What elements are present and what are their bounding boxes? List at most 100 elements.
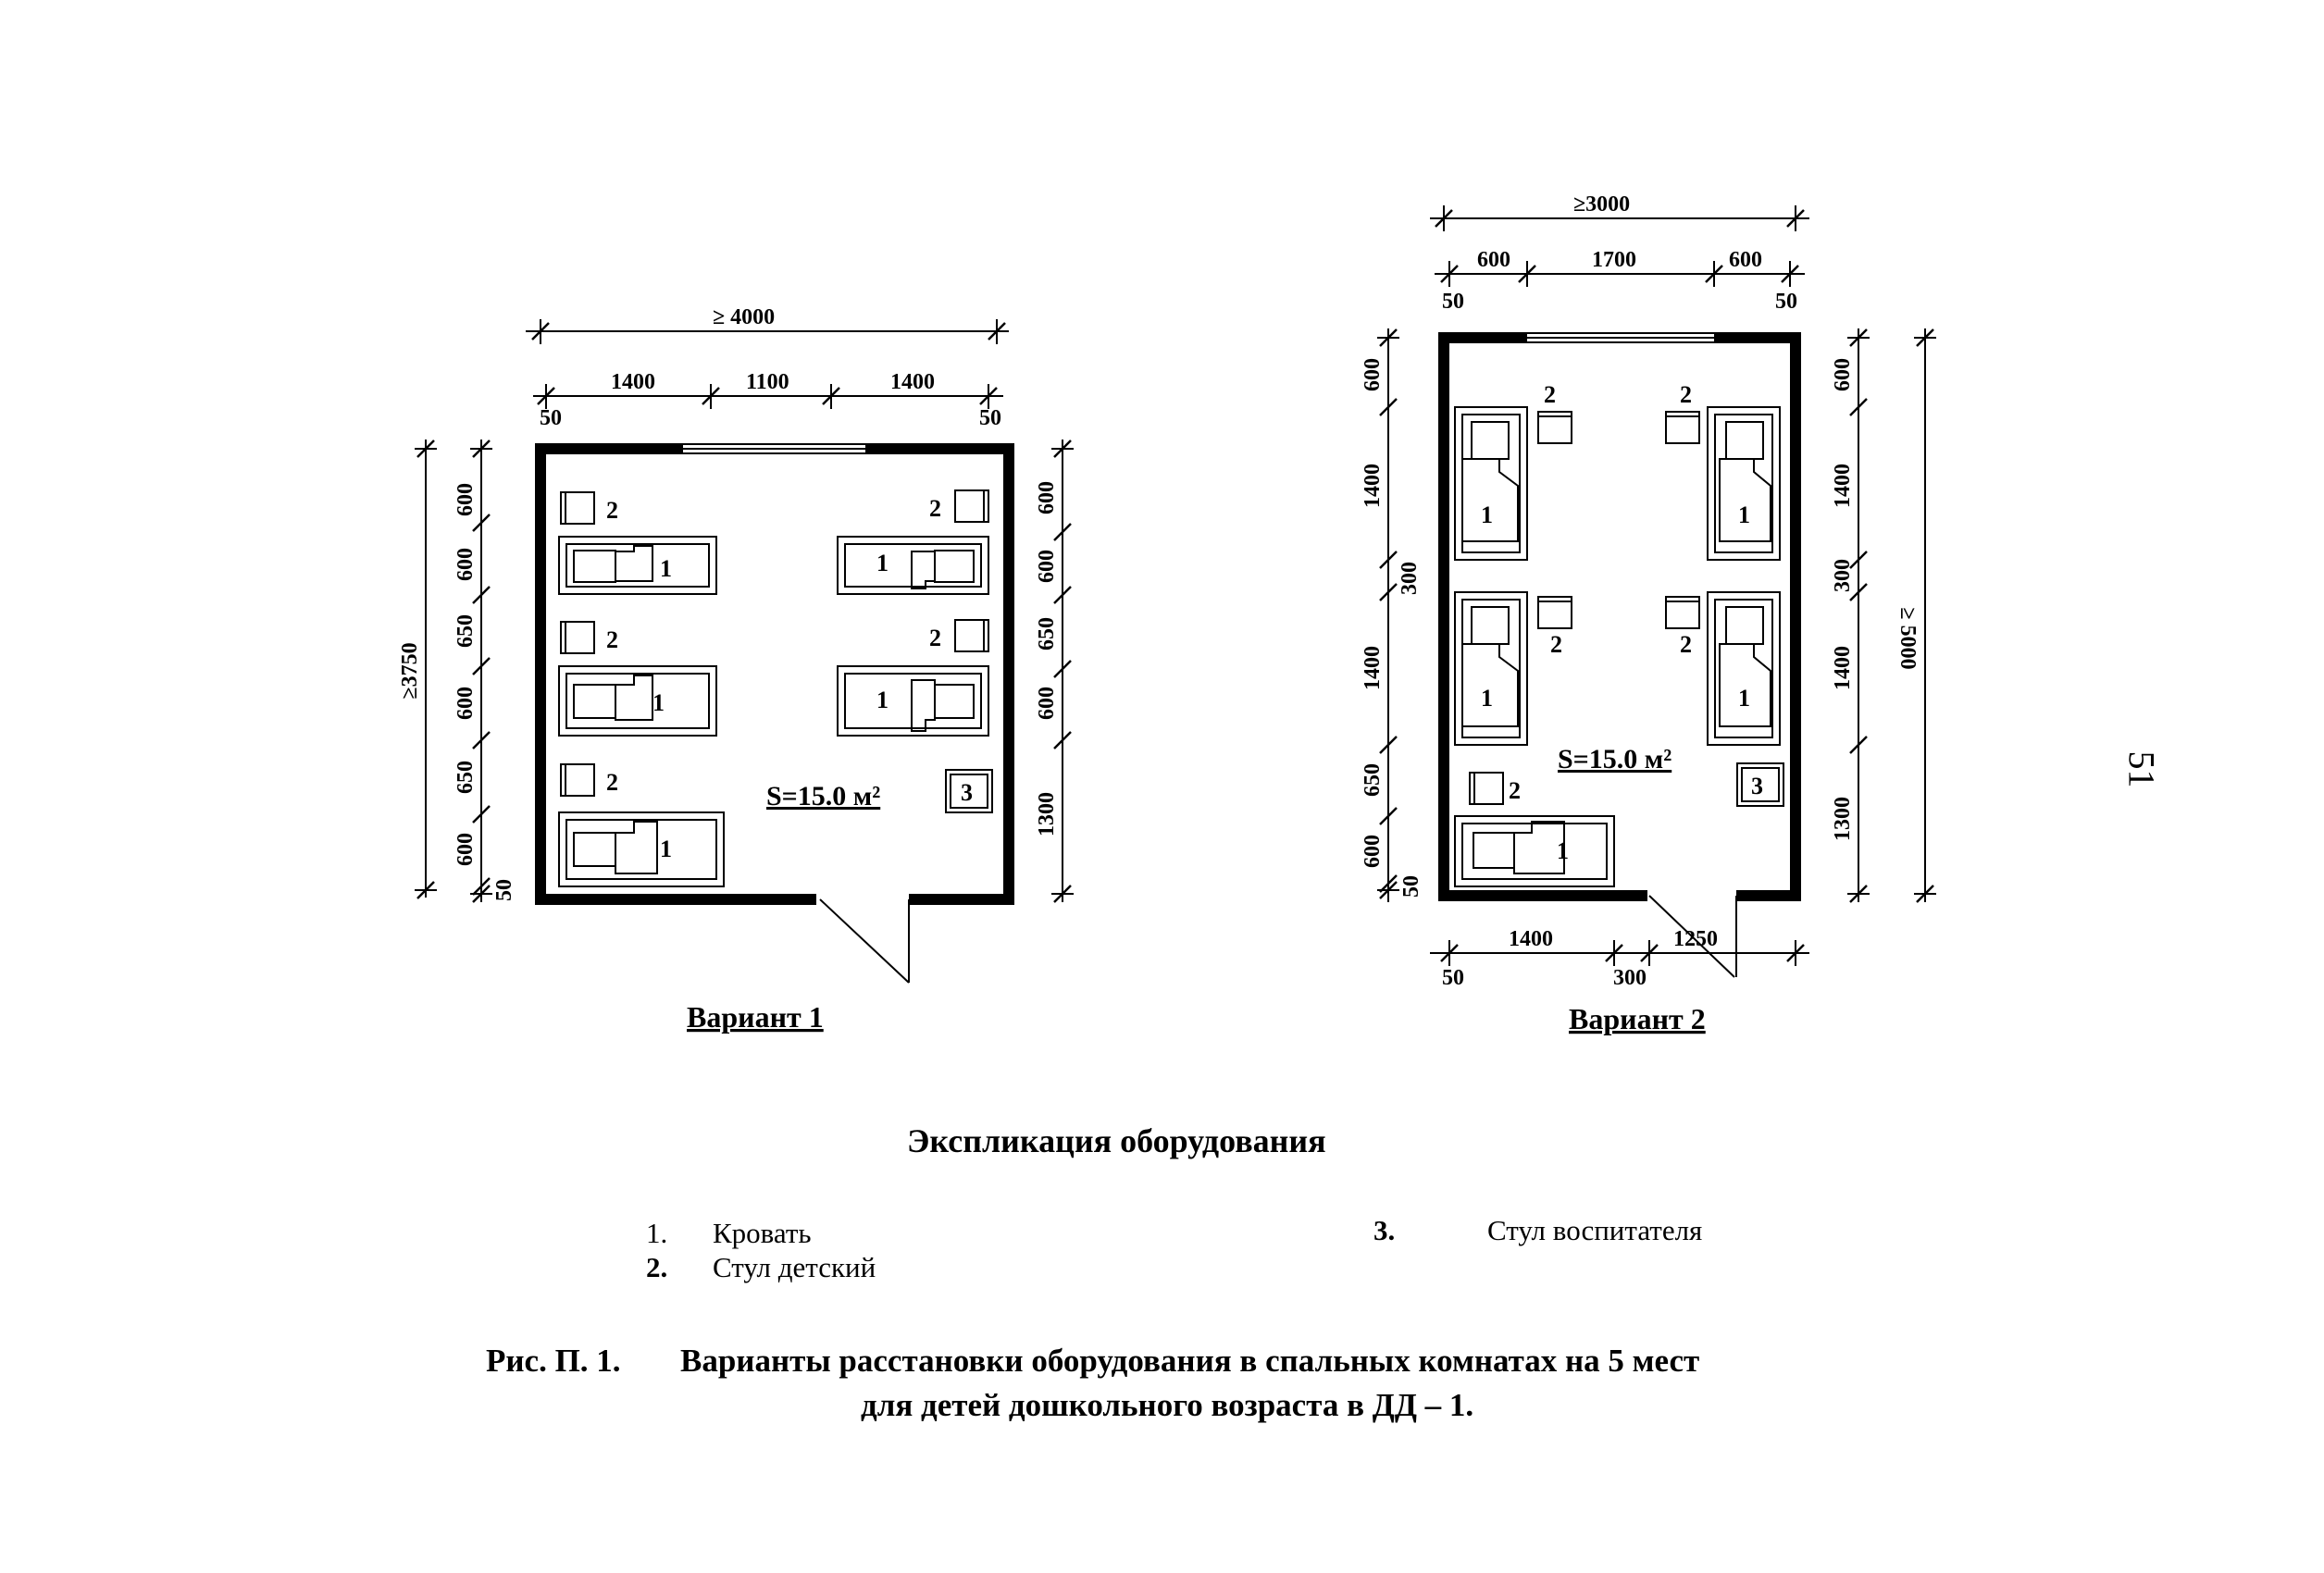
variant-1-bed-number: 1 <box>660 836 672 862</box>
variant-1-right-dimensions <box>1051 439 1074 904</box>
variant-1-height-dimension: 650 <box>454 761 478 794</box>
variant-1-teacher-chair <box>945 769 993 813</box>
variant-2-chair <box>1665 411 1700 444</box>
variant-2-bed <box>1454 406 1528 561</box>
variant-1-door <box>819 898 910 984</box>
variant-1-bed <box>558 665 717 737</box>
variant-1-width-dimension: 1100 <box>746 370 789 394</box>
variant-2-width-dimension: 1700 <box>1592 248 1636 272</box>
variant-1-chair <box>560 491 595 525</box>
variant-1-chair-number: 2 <box>929 495 941 522</box>
variant-2-wall-dimension: 50 <box>1442 966 1464 990</box>
variant-2-teacher-chair <box>1736 762 1784 807</box>
variant-1-total-width: ≥ 4000 <box>713 305 775 329</box>
variant-1-bed-number: 1 <box>652 689 665 716</box>
variant-1-bed <box>558 536 717 595</box>
legend-item-number: 1. <box>646 1217 668 1249</box>
figure-caption-line-2: для детей дошкольного возраста в ДД – 1. <box>861 1387 1474 1423</box>
variant-2-height-dimension: 300 <box>1398 562 1422 595</box>
variant-1-chair-number: 2 <box>606 497 618 524</box>
variant-1-area-label: S=15.0 м² <box>766 781 880 811</box>
explication-title: Экспликация оборудования <box>907 1122 1326 1159</box>
variant-1-wall-dimension: 50 <box>540 406 562 430</box>
variant-2-width-dimension: 1400 <box>1509 927 1553 951</box>
variant-2-total-height: ≥ 5000 <box>1895 607 1920 669</box>
variant-1-chair-number: 2 <box>929 625 941 651</box>
variant-1-width-dimension: 1400 <box>890 370 935 394</box>
variant-2-bed-number: 1 <box>1738 685 1750 712</box>
variant-1-bed <box>837 665 989 737</box>
variant-1-chair <box>560 621 595 654</box>
variant-1-width-dimension: 1400 <box>611 370 655 394</box>
variant-2-chair <box>1665 596 1700 629</box>
variant-2-bed-number: 1 <box>1481 502 1493 528</box>
variant-2-bed-number: 1 <box>1481 685 1493 712</box>
variant-2-walls <box>1438 332 1801 901</box>
variant-2-caption: Вариант 2 <box>1569 1002 1706 1035</box>
variant-2-plan: 1 1 1 1 1 2 2 <box>1361 192 1936 1035</box>
variant-2-height-dimension: 600 <box>1831 358 1855 391</box>
variant-2-chair-number: 2 <box>1509 777 1521 804</box>
variant-2-chair <box>1537 596 1572 629</box>
variant-2-bed <box>1707 591 1781 746</box>
variant-1-height-dimension: 600 <box>1035 550 1059 583</box>
variant-1-top-dimensions <box>526 319 1009 409</box>
variant-2-teacher-chair-number: 3 <box>1751 773 1763 799</box>
legend-item-text: Стул воспитателя <box>1487 1214 1703 1246</box>
variant-1-chair-number: 2 <box>606 769 618 796</box>
variant-2-door <box>1648 895 1737 978</box>
variant-1-wall-dimension: 50 <box>979 406 1001 430</box>
variant-1-height-dimension: 600 <box>454 833 478 866</box>
variant-2-total-width: ≥3000 <box>1573 192 1630 217</box>
variant-2-width-dimension: 600 <box>1729 248 1762 272</box>
variant-1-chair <box>560 763 595 797</box>
variant-2-window <box>1527 332 1714 343</box>
legend-item: 3. Стул воспитателя <box>1373 1214 1702 1247</box>
variant-1-teacher-chair-number: 3 <box>961 779 973 806</box>
variant-1-height-dimension: 1300 <box>1035 792 1059 836</box>
legend-item-text: Стул детский <box>713 1251 876 1283</box>
variant-1-chair <box>954 619 989 652</box>
legend-item-number: 3. <box>1373 1214 1396 1246</box>
variant-2-height-dimension: 600 <box>1361 835 1385 868</box>
page-number: 51 <box>2120 750 2163 788</box>
variant-2-area-label: S=15.0 м² <box>1558 744 1672 774</box>
legend-item: 2. Стул детский <box>646 1251 876 1284</box>
variant-2-height-dimension: 1400 <box>1361 646 1385 690</box>
variant-2-width-dimension: 600 <box>1477 248 1510 272</box>
figure-caption: Рис. П. 1. Варианты расстановки оборудов… <box>486 1339 1893 1428</box>
variant-2-chair-number: 2 <box>1544 381 1556 408</box>
variant-2-bed-number: 1 <box>1738 502 1750 528</box>
variant-2-chair-number: 2 <box>1550 631 1562 658</box>
variant-2-height-dimension: 650 <box>1361 763 1385 797</box>
legend-item: 1. Кровать <box>646 1217 812 1250</box>
variant-2-height-dimension: 600 <box>1361 358 1385 391</box>
variant-2-chair <box>1469 772 1504 805</box>
variant-2-height-dimension: 1400 <box>1831 464 1855 508</box>
variant-2-wall-dimension: 50 <box>1442 290 1464 314</box>
variant-2-height-dimension: 1300 <box>1831 797 1855 841</box>
variant-2-height-dimension: 300 <box>1831 559 1855 592</box>
variant-1-walls <box>535 443 1014 905</box>
variant-2-chair-number: 2 <box>1680 631 1692 658</box>
variant-1-caption: Вариант 1 <box>687 1000 824 1034</box>
variant-1-plan: 1 1 1 1 1 2 2 <box>398 305 1074 1034</box>
variant-1-height-dimension: 600 <box>454 548 478 581</box>
variant-1-chair <box>954 489 989 523</box>
variant-1-left-dimensions <box>415 439 492 904</box>
variant-1-window <box>683 443 865 454</box>
variant-1-height-dimension: 600 <box>1035 687 1059 720</box>
variant-2-width-dimension: 300 <box>1613 966 1647 990</box>
variant-2-left-dimensions <box>1377 328 1399 902</box>
variant-2-wall-dimension: 50 <box>1399 875 1423 898</box>
variant-2-bed <box>1454 591 1528 746</box>
variant-2-chair-number: 2 <box>1680 381 1692 408</box>
variant-1-bed-number: 1 <box>876 550 889 576</box>
variant-2-bottom-dimensions <box>1430 940 1809 966</box>
variant-1-height-dimension: 600 <box>1035 481 1059 514</box>
legend-item-text: Кровать <box>713 1217 812 1249</box>
variant-1-wall-dimension: 50 <box>492 879 516 901</box>
variant-1-height-dimension: 600 <box>454 483 478 516</box>
variant-2-chair <box>1537 411 1572 444</box>
